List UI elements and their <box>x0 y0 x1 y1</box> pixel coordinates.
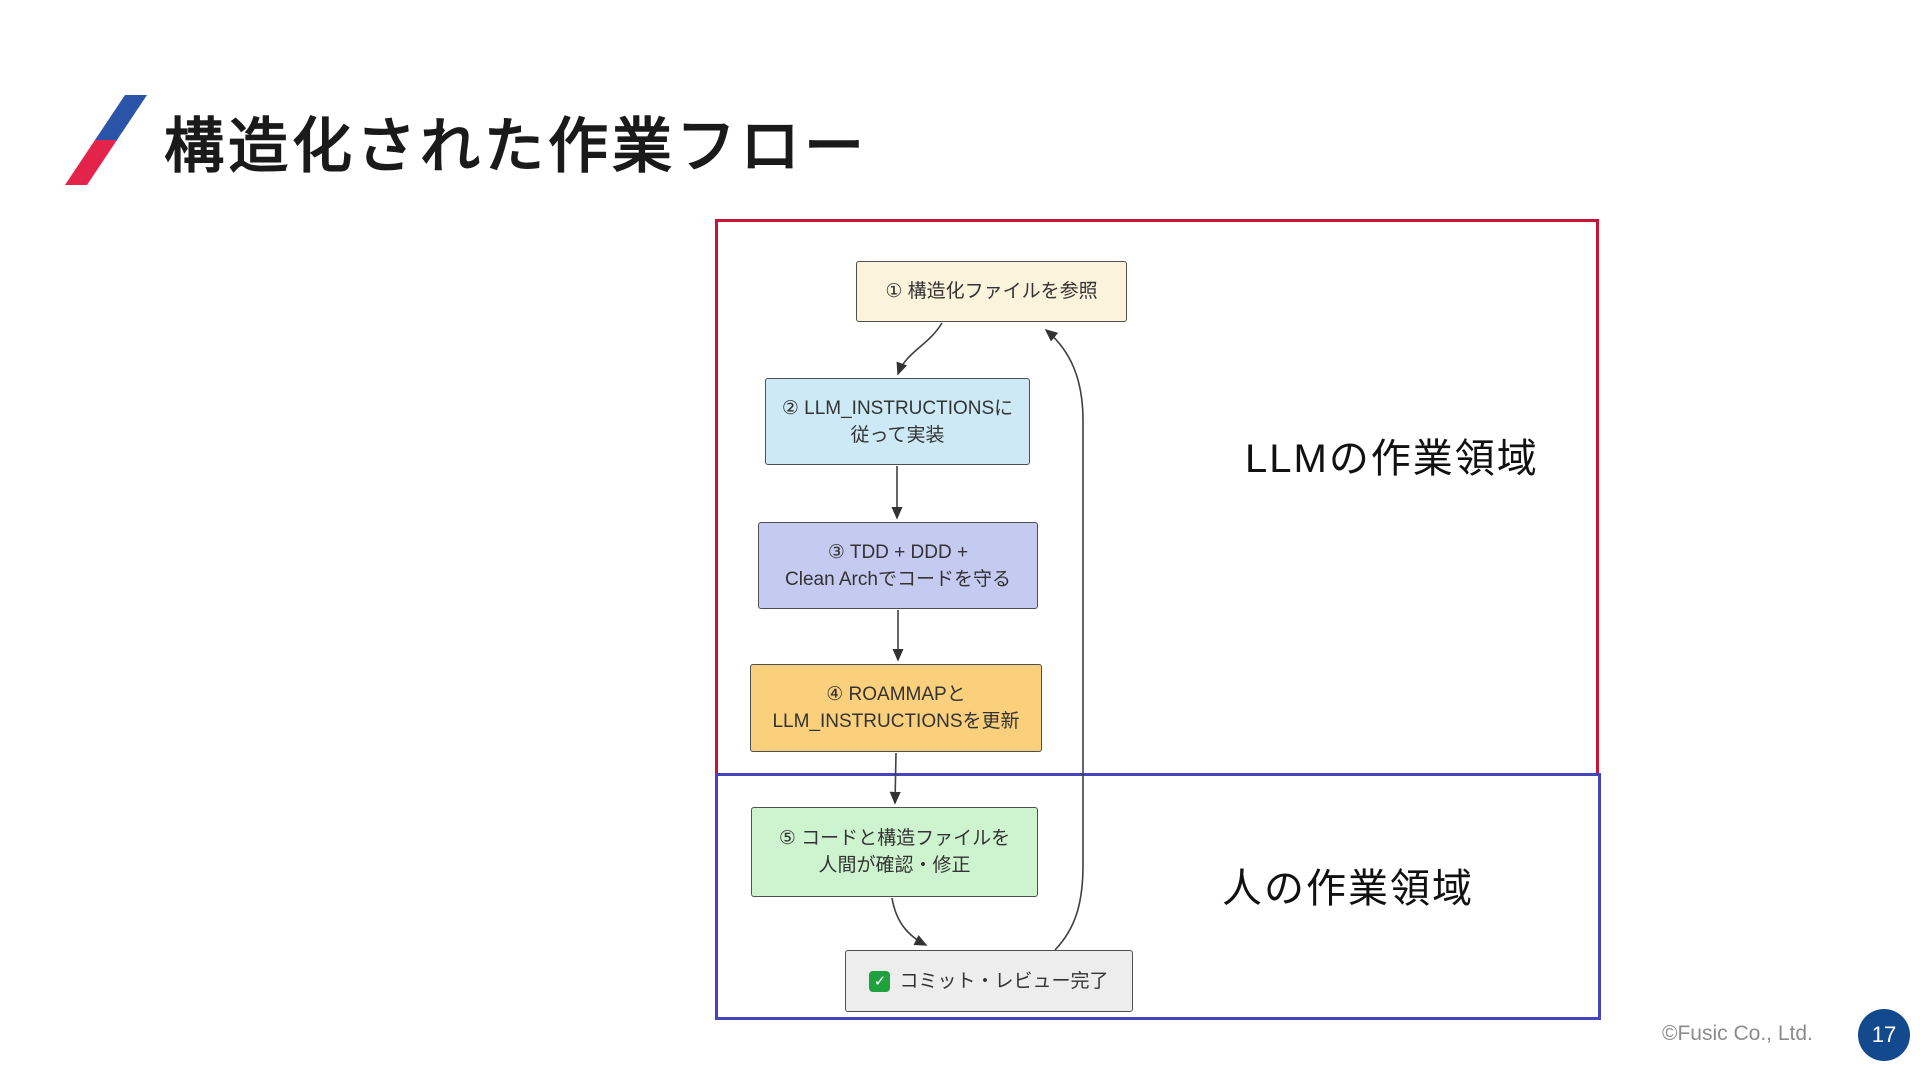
flow-node-label: ⑤ コードと構造ファイルを <box>778 828 1011 849</box>
flow-node-label: LLM_INSTRUCTIONSを更新 <box>772 711 1020 732</box>
flow-node-step3: ③ TDD + DDD + Clean Archでコードを守る <box>758 522 1038 609</box>
flow-node-step5: ⑤ コードと構造ファイルを 人間が確認・修正 <box>751 807 1038 897</box>
flow-node-label: ① 構造化ファイルを参照 <box>885 281 1098 302</box>
page-number-badge: 17 <box>1858 1009 1910 1061</box>
flow-node-label: 人間が確認・修正 <box>818 855 971 876</box>
flow-node-label: Clean Archでコードを守る <box>785 568 1011 590</box>
flow-node-label: ④ ROAMMAPと <box>826 684 966 705</box>
human-work-region <box>715 773 1601 1020</box>
flow-node-label: コミット・レビュー完了 <box>899 970 1109 992</box>
page-title: 構造化された作業フロー <box>164 113 868 180</box>
human-region-label: 人の作業領域 <box>1222 867 1474 911</box>
copyright-text: ©Fusic Co., Ltd. <box>1662 1022 1813 1045</box>
flow-node-step1: ① 構造化ファイルを参照 <box>856 261 1127 322</box>
check-icon: ✓ <box>869 970 891 992</box>
flow-node-step2: ② LLM_INSTRUCTIONSに 従って実装 <box>765 378 1030 465</box>
flow-node-done: ✓ コミット・レビュー完了 <box>845 950 1133 1012</box>
flow-node-label: ③ TDD + DDD + <box>827 541 969 563</box>
flow-node-step4: ④ ROAMMAPと LLM_INSTRUCTIONSを更新 <box>750 664 1042 752</box>
llm-region-label: LLMの作業領域 <box>1245 437 1539 481</box>
flow-node-label: 従って実装 <box>850 424 945 446</box>
flow-node-label: ② LLM_INSTRUCTIONSに <box>781 397 1014 419</box>
slash-logo-icon <box>65 95 147 185</box>
